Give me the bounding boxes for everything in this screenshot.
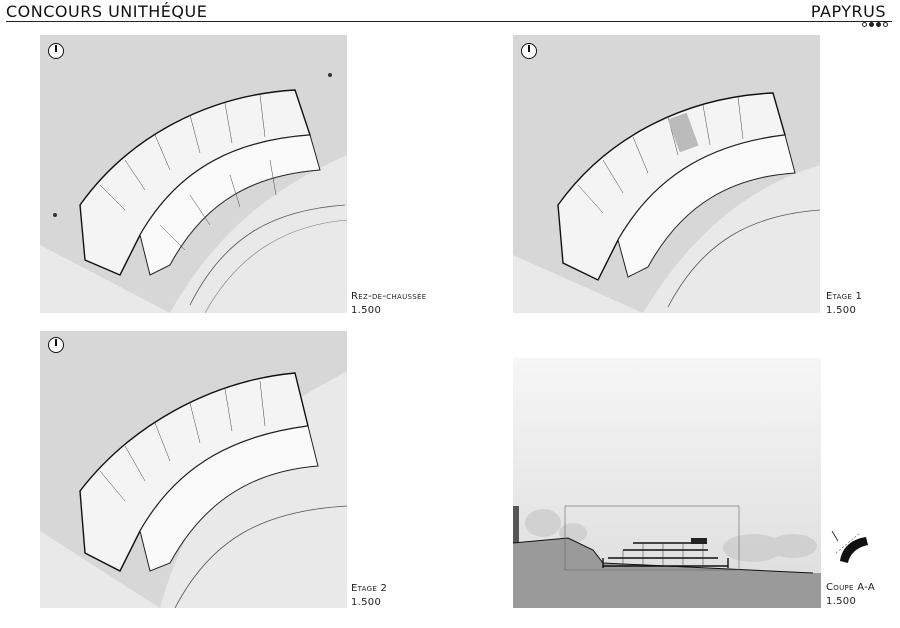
plan-scale: 1.500 (351, 305, 382, 316)
plan-scale: 1.500 (351, 597, 382, 608)
caption-rez-de-chaussee: Rez-de-chaussée 1.500 (351, 290, 427, 318)
header-title: CONCOURS UNITHÉQUE (6, 2, 208, 21)
page-dot (869, 22, 874, 27)
plan-title: Coupe A-A (826, 582, 875, 593)
plan-etage-1 (513, 35, 820, 313)
north-arrow-icon (521, 43, 537, 59)
floor-plan-drawing (40, 73, 347, 313)
floor-plan-drawing (513, 92, 820, 313)
page-indicator (862, 22, 888, 27)
plan-etage-2 (40, 331, 347, 608)
caption-etage-2: Etage 2 1.500 (351, 582, 387, 610)
header-rule (6, 21, 892, 22)
page-dot (862, 22, 867, 27)
caption-coupe-a-a: Coupe A-A 1.500 (826, 581, 875, 609)
page-dot (876, 22, 881, 27)
section-drawing (513, 358, 821, 608)
plan-title: Etage 2 (351, 583, 388, 594)
caption-etage-1: Etage 1 1.500 (826, 290, 862, 318)
north-arrow-icon (48, 337, 64, 353)
floor-plan-drawing (40, 371, 347, 608)
plan-scale: 1.500 (826, 596, 857, 607)
section-coupe-a-a (513, 358, 821, 608)
plan-title: Rez-de-chaussée (351, 291, 427, 302)
key-plan-icon (826, 527, 872, 567)
north-arrow-icon (48, 43, 64, 59)
page-dot (883, 22, 888, 27)
plan-rez-de-chaussee (40, 35, 347, 313)
header-brand: PAPYRUS (810, 2, 886, 21)
plan-title: Etage 1 (826, 291, 863, 302)
plan-scale: 1.500 (826, 305, 857, 316)
